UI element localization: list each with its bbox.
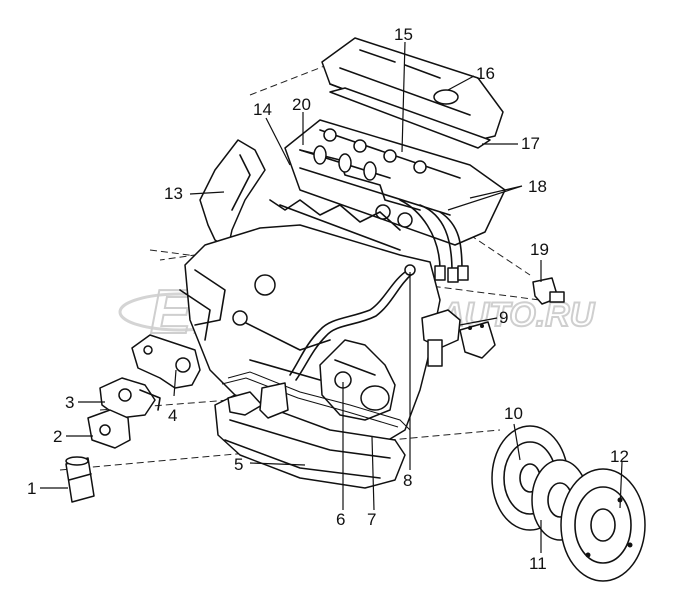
sensor-19 xyxy=(532,277,565,305)
callout-8: 8 xyxy=(403,471,412,490)
callout-15: 15 xyxy=(394,25,413,44)
starter-assembly xyxy=(319,339,396,421)
callout-labels: 1 2 3 4 5 6 7 8 9 10 11 12 13 14 15 16 1… xyxy=(27,25,629,573)
oil-filter-housing xyxy=(87,409,131,449)
callout-4: 4 xyxy=(168,406,177,425)
callout-16: 16 xyxy=(476,64,495,83)
callout-10: 10 xyxy=(504,404,523,423)
callout-18: 18 xyxy=(528,177,547,196)
svg-text:AUTO.RU: AUTO.RU xyxy=(439,296,596,334)
oil-pump-pickup xyxy=(227,382,289,419)
callout-7: 7 xyxy=(367,510,376,529)
cylinder-head xyxy=(284,119,506,246)
callout-14: 14 xyxy=(253,100,272,119)
dipstick-tube xyxy=(289,264,416,381)
distributor xyxy=(421,309,496,367)
callout-19: 19 xyxy=(530,240,549,259)
valve-cover-gasket xyxy=(329,87,491,149)
pressure-plate xyxy=(560,468,646,582)
callout-6: 6 xyxy=(336,510,345,529)
leader-lines xyxy=(40,41,623,553)
callout-1: 1 xyxy=(27,479,36,498)
callout-3: 3 xyxy=(65,393,74,412)
callout-20: 20 xyxy=(292,95,311,114)
fuel-pump xyxy=(99,377,161,419)
callout-5: 5 xyxy=(234,455,243,474)
oil-pan-gasket xyxy=(221,371,411,431)
callout-13: 13 xyxy=(164,184,183,203)
callout-2: 2 xyxy=(53,427,62,446)
engine-mount-bracket xyxy=(131,334,201,389)
camshaft xyxy=(299,145,391,181)
callout-9: 9 xyxy=(499,308,508,327)
callout-17: 17 xyxy=(521,134,540,153)
oil-pan xyxy=(214,394,406,489)
oil-filter xyxy=(65,456,95,503)
callout-11: 11 xyxy=(529,554,547,573)
ignition-leads xyxy=(399,199,469,283)
callout-12: 12 xyxy=(610,447,629,466)
